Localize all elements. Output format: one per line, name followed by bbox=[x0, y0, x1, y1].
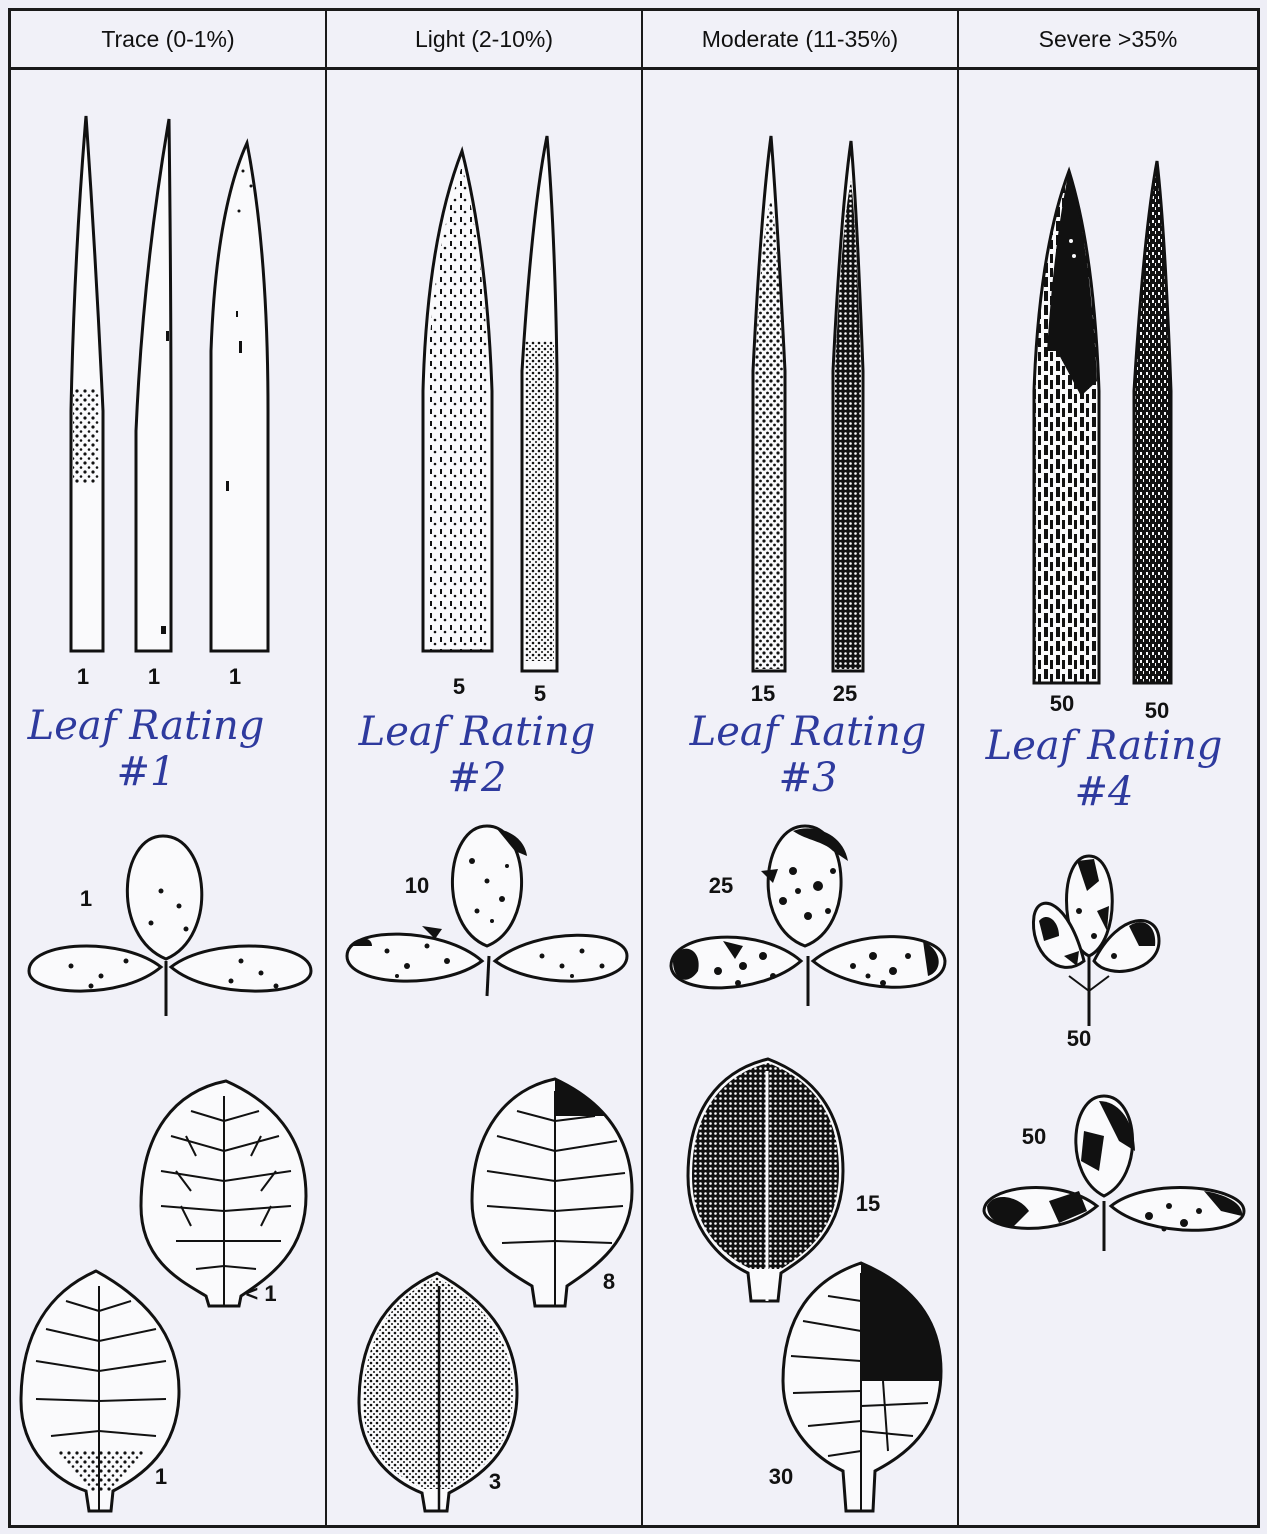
trifoliate-label: 10 bbox=[405, 873, 429, 898]
grass-label: 1 bbox=[229, 664, 241, 689]
grass-leaf bbox=[1134, 161, 1171, 683]
grass-label: 5 bbox=[534, 681, 546, 706]
single-leaf-label: < 1 bbox=[245, 1281, 276, 1306]
single-leaf-label: 1 bbox=[155, 1464, 167, 1489]
column-trace: Trace (0-1%) 1 1 bbox=[11, 11, 327, 1525]
single-leaf bbox=[783, 1263, 941, 1511]
handwritten-rating: Leaf Rating #4 bbox=[979, 723, 1229, 815]
trifoliate-label: 1 bbox=[80, 886, 92, 911]
column-light: Light (2-10%) 5 5 bbox=[327, 11, 643, 1525]
single-leaf-label: 30 bbox=[769, 1464, 793, 1489]
single-leaf-label: 3 bbox=[489, 1469, 501, 1494]
grass-leaf bbox=[136, 119, 171, 651]
single-leaf bbox=[688, 1059, 843, 1301]
grass-leaf bbox=[423, 151, 492, 651]
column-moderate: Moderate (11-35%) 15 25 bbox=[643, 11, 959, 1525]
grass-label: 1 bbox=[77, 664, 89, 689]
grass-label: 5 bbox=[453, 674, 465, 699]
handwritten-rating: Leaf Rating #2 bbox=[352, 709, 602, 801]
grass-leaf bbox=[211, 143, 268, 651]
grass-leaf bbox=[71, 116, 103, 651]
grass-leaf bbox=[753, 136, 785, 671]
single-leaf-label: 15 bbox=[856, 1191, 880, 1216]
grass-label: 50 bbox=[1145, 698, 1169, 723]
trifoliate-leaf bbox=[29, 836, 311, 1016]
trifoliate-label: 50 bbox=[1022, 1124, 1046, 1149]
trifoliate-leaf bbox=[347, 826, 627, 996]
severity-chart: Trace (0-1%) 1 1 bbox=[8, 8, 1260, 1528]
grass-leaf bbox=[1034, 171, 1099, 683]
trifoliate-label: 25 bbox=[709, 873, 733, 898]
trifoliate-leaf bbox=[984, 1096, 1244, 1251]
grass-label: 25 bbox=[833, 681, 857, 706]
grass-leaf bbox=[833, 141, 863, 671]
single-leaf bbox=[141, 1081, 306, 1306]
column-severe: Severe >35% 5 bbox=[959, 11, 1257, 1525]
trifoliate-label: 50 bbox=[1067, 1026, 1091, 1051]
grass-label: 50 bbox=[1050, 691, 1074, 716]
single-leaf-label: 8 bbox=[603, 1269, 615, 1294]
grass-label: 15 bbox=[751, 681, 775, 706]
handwritten-rating: Leaf Rating #3 bbox=[683, 709, 933, 801]
handwritten-rating: Leaf Rating #1 bbox=[21, 703, 271, 795]
trifoliate-leaf bbox=[1033, 856, 1159, 1026]
grass-leaf bbox=[522, 136, 557, 671]
grass-label: 1 bbox=[148, 664, 160, 689]
